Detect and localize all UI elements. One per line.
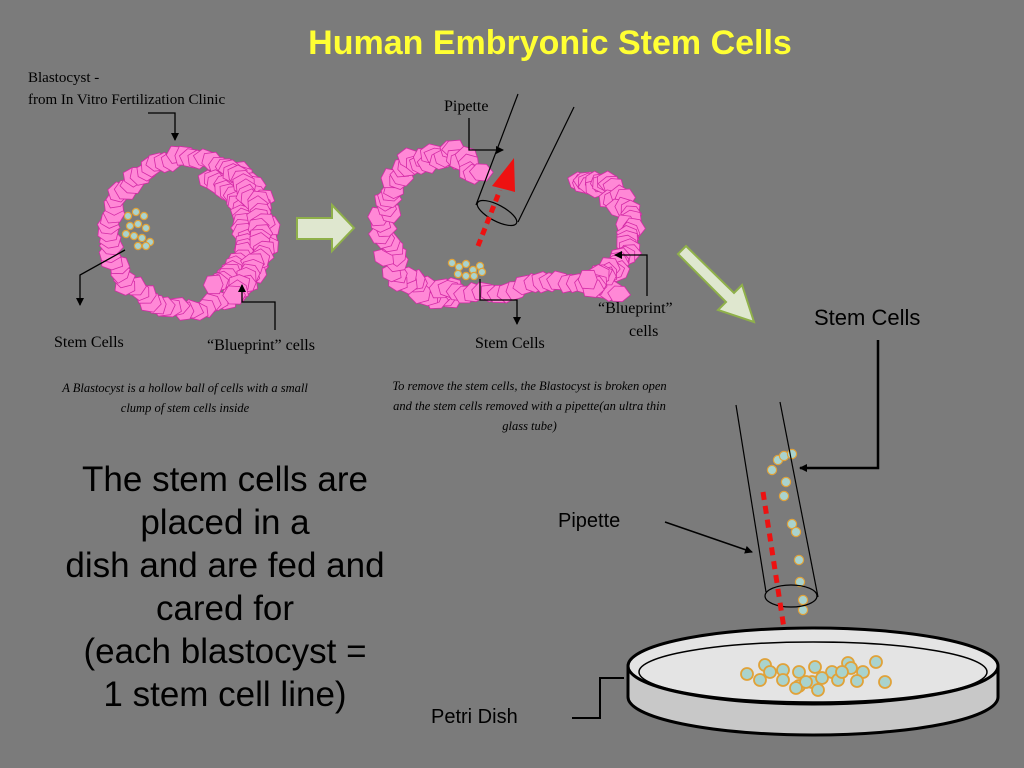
leader-blastocyst bbox=[148, 112, 179, 141]
stem-cell bbox=[808, 660, 822, 674]
blueprint-cell bbox=[577, 269, 598, 290]
main-text-line: 1 stem cell line) bbox=[103, 675, 347, 714]
label-stem-cells-3: Stem Cells bbox=[814, 305, 921, 330]
stem-cell bbox=[137, 233, 147, 243]
stem-cell bbox=[121, 229, 131, 239]
stem-cell bbox=[141, 241, 151, 251]
label-stem-cells-2: Stem Cells bbox=[475, 335, 545, 352]
leader-blueprint-2 bbox=[614, 251, 648, 296]
stem-cell bbox=[454, 262, 464, 272]
page-title: Human Embryonic Stem Cells bbox=[308, 24, 792, 62]
leader-petri-dish bbox=[572, 677, 624, 719]
pipette-suction-arrowhead bbox=[492, 158, 515, 192]
main-text-line: (each blastocyst = bbox=[83, 632, 367, 671]
flow-arrow-diagonal bbox=[676, 244, 756, 324]
stem-cell bbox=[763, 665, 777, 679]
leader-stem-cells-2 bbox=[479, 279, 521, 325]
label-petri-dish: Petri Dish bbox=[431, 706, 518, 728]
label-blueprint-cells-2-cont: cells bbox=[629, 323, 659, 340]
label-pipette-bottom: Pipette bbox=[558, 510, 621, 532]
leader-stem-cells-1 bbox=[76, 249, 126, 306]
leader-pipette-top bbox=[468, 118, 504, 154]
pipette-release-arrow bbox=[760, 491, 790, 649]
stem-cell bbox=[786, 518, 798, 530]
stem-cell bbox=[123, 211, 133, 221]
stem-cell bbox=[453, 269, 463, 279]
pipette-suction-arrow bbox=[475, 189, 503, 247]
main-text-line: The stem cells are bbox=[82, 460, 368, 499]
stem-cell bbox=[794, 576, 806, 588]
stem-cell bbox=[129, 231, 139, 241]
stem-cell bbox=[133, 241, 143, 251]
label-pipette-top: Pipette bbox=[444, 98, 489, 115]
dish-cells-layer bbox=[740, 655, 892, 697]
stem-cell bbox=[139, 211, 149, 221]
stem-cell bbox=[850, 674, 864, 688]
stem-cell bbox=[815, 671, 829, 685]
stem-cell bbox=[793, 554, 805, 566]
blueprint-cell bbox=[203, 274, 224, 295]
main-text-line: placed in a bbox=[140, 503, 310, 542]
stem-cell bbox=[447, 258, 457, 268]
stem-cell bbox=[792, 665, 806, 679]
stem-cell bbox=[790, 526, 802, 538]
stem-cell bbox=[776, 673, 790, 687]
main-text-line: cared for bbox=[155, 589, 295, 628]
leader-pipette-bottom bbox=[664, 521, 753, 554]
blueprint-cell bbox=[607, 285, 632, 303]
stem-cell bbox=[878, 675, 892, 689]
cells-layer bbox=[96, 139, 809, 616]
stem-cell bbox=[477, 267, 487, 277]
stem-cell bbox=[799, 675, 813, 689]
stem-cell bbox=[141, 223, 151, 233]
stem-cell bbox=[125, 221, 135, 231]
leader-stem-cells-3 bbox=[799, 340, 880, 472]
label-stem-cells-1: Stem Cells bbox=[54, 334, 124, 351]
stem-cell bbox=[778, 490, 790, 502]
main-text-line: dish and are fed and bbox=[65, 546, 385, 585]
stem-cell bbox=[461, 271, 471, 281]
stem-cell bbox=[869, 655, 883, 669]
caption-extraction: To remove the stem cells, the Blastocyst… bbox=[392, 379, 667, 433]
stem-cell bbox=[786, 448, 798, 460]
stem-cell bbox=[835, 665, 849, 679]
stem-cell bbox=[766, 464, 778, 476]
stem-cell bbox=[133, 219, 143, 229]
stem-cell bbox=[780, 476, 792, 488]
label-blueprint-cells-1: “Blueprint” cells bbox=[207, 337, 315, 354]
caption-blastocyst: A Blastocyst is a hollow ball of cells w… bbox=[62, 381, 308, 415]
stem-cell bbox=[789, 681, 803, 695]
label-blueprint-cells-2: “Blueprint” bbox=[598, 300, 673, 317]
pipette-bottom bbox=[735, 401, 819, 608]
stem-cell bbox=[131, 207, 141, 217]
stem-cell bbox=[753, 673, 767, 687]
pipette-top bbox=[475, 93, 575, 227]
label-blastocyst-source: from In Vitro Fertilization Clinic bbox=[28, 92, 226, 108]
stem-cell bbox=[797, 594, 809, 606]
stem-cell bbox=[740, 667, 754, 681]
stem-cell bbox=[461, 259, 471, 269]
leader-blueprint-1 bbox=[238, 284, 276, 330]
stem-cell bbox=[811, 683, 825, 697]
flow-arrow-right bbox=[296, 202, 356, 254]
label-blastocyst: Blastocyst - bbox=[28, 70, 100, 86]
main-text-block: The stem cells are placed in a dish and … bbox=[20, 458, 430, 716]
stem-cell bbox=[469, 271, 479, 281]
